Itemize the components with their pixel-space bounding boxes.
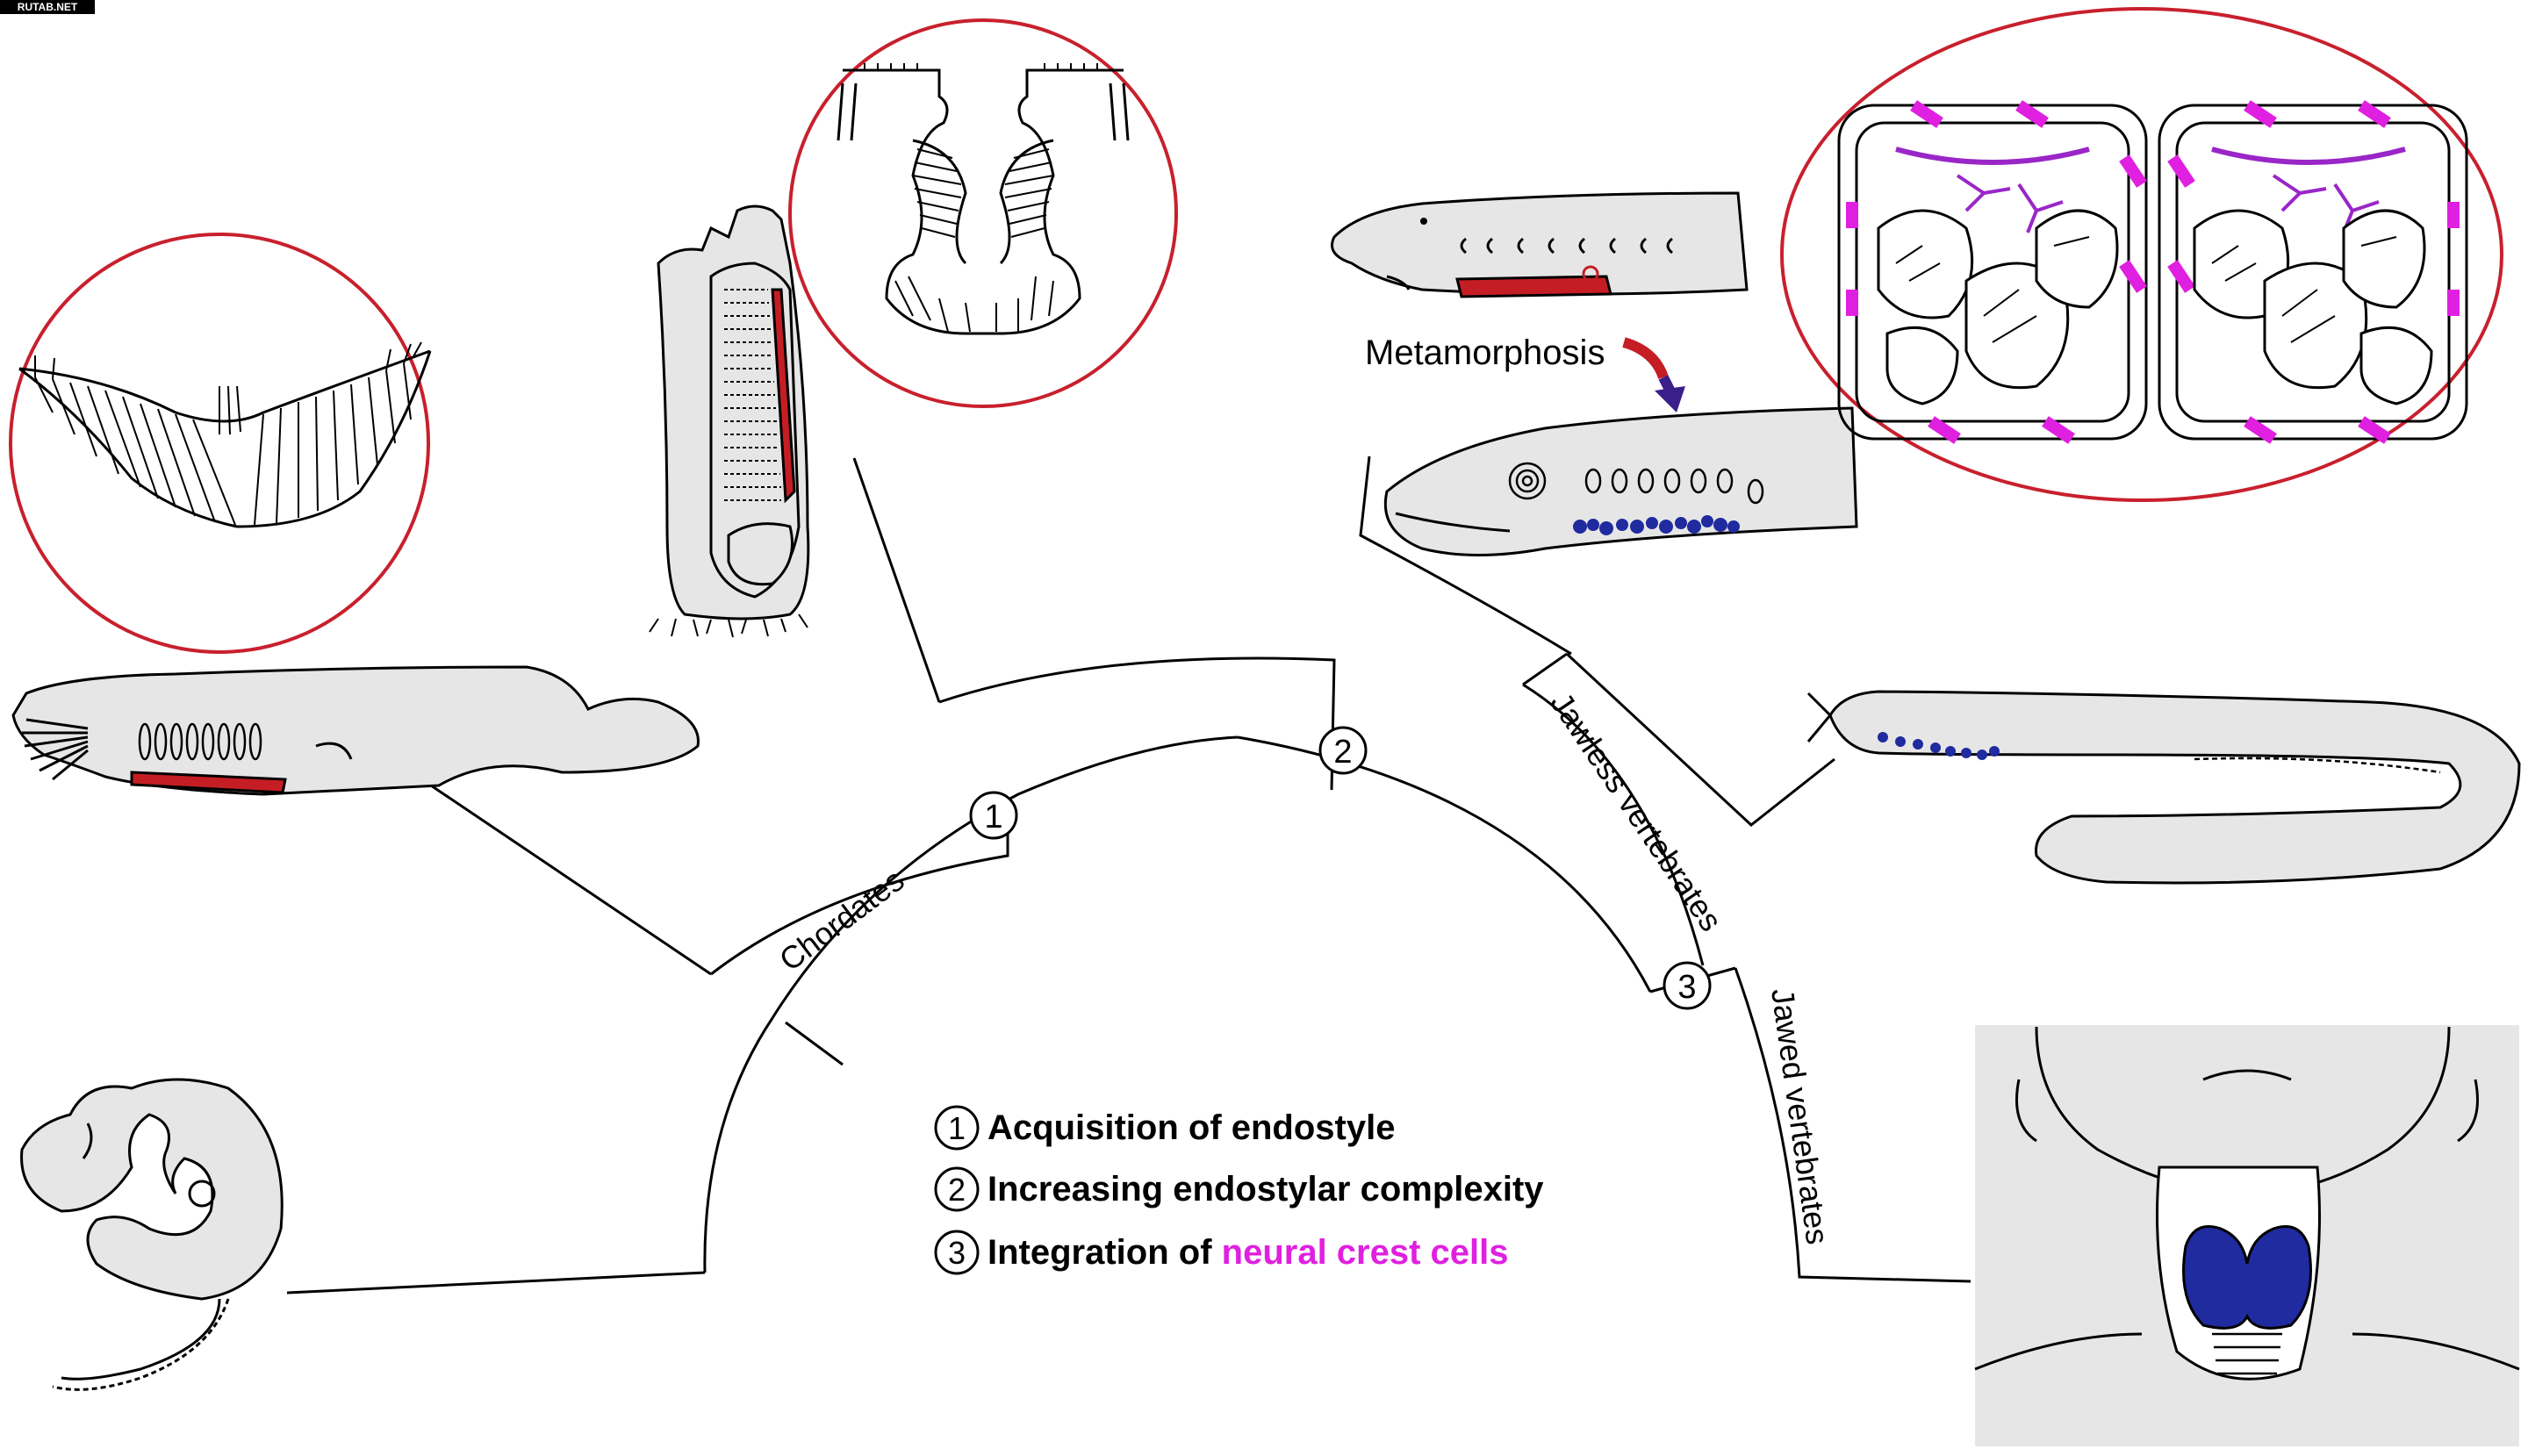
node-3-number: 3 (1677, 969, 1696, 1006)
legend-item-3: 3 Integration of neural crest cells (934, 1230, 1509, 1275)
ammocoete-body (1331, 191, 1749, 296)
adult-lamprey-body (1383, 406, 1858, 556)
adult-lamprey (1383, 406, 1858, 556)
amphioxus-endostyle (130, 771, 287, 794)
lamprey-thyroid-inset (1780, 7, 2503, 502)
tunicate-endostyle (771, 288, 796, 504)
lamprey-branch (1359, 455, 1572, 656)
olfactores-arc (938, 656, 1336, 791)
adult-lamprey-thyroid-follicles (1573, 515, 1740, 535)
jawed-vertebrates-label: Jawed vertebrates (1764, 986, 1836, 1246)
ammocoete-endostyle (1455, 275, 1612, 298)
phylogeny-tree (286, 455, 1971, 1295)
hagfish-branch (1565, 652, 1835, 827)
node-2-marker: 2 (1318, 726, 1368, 775)
amphioxus-branch (427, 782, 712, 976)
inset-follicle-cells (1895, 236, 2397, 343)
jawless-connector (1522, 652, 1568, 686)
node-3-marker: 3 (1663, 961, 1712, 1010)
acorn-worm (20, 1078, 284, 1391)
chordate-arc (710, 806, 1009, 976)
neural-crest-bands (1846, 100, 2460, 444)
legend-3-text: Integration of neural crest cells (988, 1233, 1509, 1272)
amphioxus-endostyle-inset (9, 233, 432, 654)
adult-lamprey-gill-openings (1584, 468, 1764, 505)
tunicate-branch (852, 457, 941, 703)
legend-2-number: 2 (948, 1172, 966, 1208)
human-thyroid (2182, 1225, 2312, 1330)
jawless-vertebrates-label: Jawless vertebrates (1543, 686, 1729, 938)
metamorphosis-arrow-red (1622, 337, 1669, 380)
tunicate-inset-structure (837, 68, 1130, 335)
hagfish (1806, 690, 2521, 885)
legend-1-number: 1 (948, 1110, 966, 1146)
legend-2-text: Increasing endostylar complexity (988, 1170, 1544, 1209)
tunicate-inset-cells (864, 63, 1098, 333)
ammocoete-endostyle-coil (1582, 265, 1599, 283)
legend-3-number: 3 (948, 1235, 966, 1271)
adult-lamprey-eye (1508, 462, 1547, 500)
node-1-number: 1 (984, 799, 1002, 836)
amphioxus-cirri (22, 718, 89, 781)
node-2-number: 2 (1333, 734, 1352, 771)
human-neck (1974, 1025, 2520, 1446)
metamorphosis-arrowhead (1655, 386, 1685, 412)
legend-item-2: 2 Increasing endostylar complexity (934, 1166, 1544, 1212)
tunicate-roots (649, 613, 808, 638)
amphioxus-gill-slits (138, 722, 262, 761)
chordates-label: Chordates (772, 862, 910, 979)
vertebrate-arc (1237, 735, 1652, 993)
neural-crest-cells (1956, 174, 2380, 233)
jawed-arc (1734, 967, 1971, 1283)
ammocoete-gill-pouches (1460, 237, 1673, 255)
node-1-marker: 1 (969, 791, 1018, 840)
legend-1-text: Acquisition of endostyle (988, 1108, 1395, 1147)
hagfish-body (1828, 690, 2521, 885)
amphioxus-inset-cells (34, 341, 422, 526)
human-trachea-rings (2212, 1332, 2282, 1375)
legend-item-1: 1 Acquisition of endostyle (934, 1105, 1395, 1151)
legend: 1 Acquisition of endostyle 2 Increasing … (934, 1105, 1544, 1275)
deuterostome-arc (703, 1017, 774, 1273)
amphioxus (11, 665, 700, 796)
amphioxus-body (11, 665, 700, 796)
acorn-worm-body (20, 1078, 284, 1301)
legend-3-prefix: Integration of (988, 1233, 1222, 1272)
jawless-arc (1522, 683, 1705, 966)
inset-follicles (1877, 209, 2433, 405)
hagfish-thyroid-follicles (1878, 732, 2000, 760)
node-markers: 1 2 3 (969, 726, 1712, 1010)
ammocoete-larva (1331, 191, 1749, 298)
metamorphosis-label: Metamorphosis (1365, 334, 1605, 372)
chordate-tick (785, 1021, 844, 1066)
chordate-stem-arc (771, 735, 1239, 1019)
watermark-badge: RUTAB.NET (0, 0, 95, 14)
legend-3-highlight: neural crest cells (1222, 1233, 1509, 1272)
tunicate-endostyle-inset (788, 18, 1178, 408)
outgroup-branch (286, 1271, 706, 1295)
tunicate-stigmata (724, 289, 781, 501)
tunicate (649, 204, 810, 638)
